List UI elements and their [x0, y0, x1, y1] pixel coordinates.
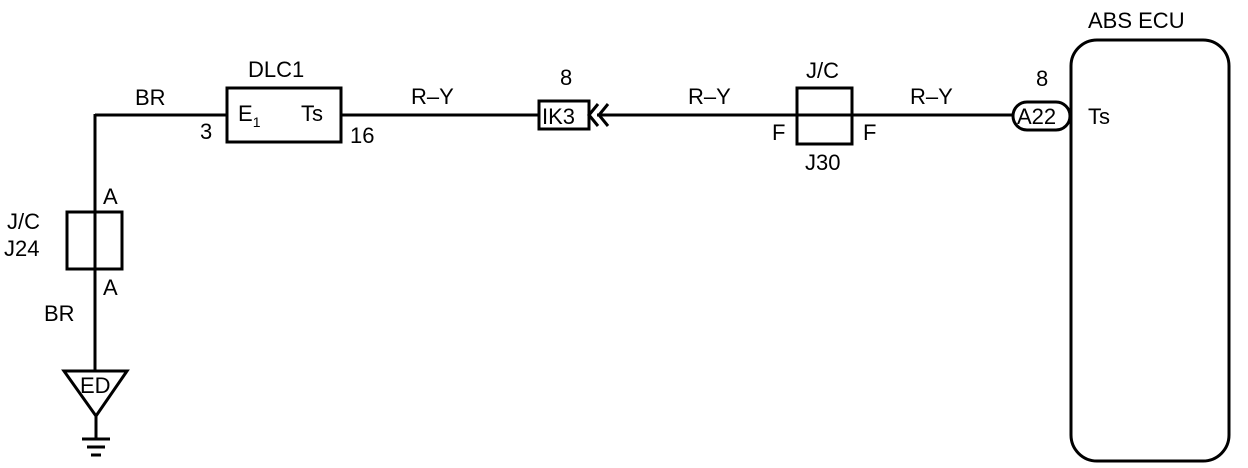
ground-ed-triangle-icon	[61, 369, 130, 419]
abs-ecu-box	[1069, 38, 1231, 463]
dlc1-terminal-ts: Ts	[301, 101, 323, 126]
dlc1-title: DLC1	[248, 57, 304, 82]
jc-j24-name: J24	[4, 236, 39, 261]
dlc1-box	[225, 86, 343, 144]
ground-ed: ED	[61, 369, 130, 457]
abs-ecu-terminal-ts: Ts	[1088, 104, 1110, 129]
dlc1-terminal-e1: E1	[238, 101, 261, 130]
jc-j24-junction: J/C J24 A A	[4, 184, 124, 300]
a22-connector: 8 A22	[1011, 66, 1072, 132]
jc-j30-pin-right: F	[863, 120, 876, 145]
jc-j24-pin-top: A	[103, 184, 118, 209]
wire-label-ry-1: R–Y	[411, 84, 454, 109]
dlc1-connector: DLC1 E1 Ts 3 16	[200, 57, 374, 148]
jc-j30-junction: J/C F F J30	[772, 58, 876, 175]
dlc1-pin-right: 16	[350, 123, 374, 148]
ik3-double-chevron-icon	[587, 103, 600, 127]
ik3-pin: 8	[560, 65, 572, 90]
jc-j30-title: J/C	[806, 58, 839, 83]
wire-label-br-top: BR	[135, 85, 166, 110]
wire-label-ry-3: R–Y	[910, 84, 953, 109]
wire-label-br-bottom: BR	[44, 301, 75, 326]
ik3-box	[537, 99, 591, 131]
ik3-chevron-icon	[597, 103, 610, 127]
a22-label: A22	[1017, 104, 1056, 129]
ik3-label: IK3	[542, 104, 575, 129]
abs-ecu-title: ABS ECU	[1088, 8, 1185, 33]
ground-ed-label: ED	[80, 373, 111, 398]
jc-j24-pin-bottom: A	[103, 275, 118, 300]
jc-j24-title: J/C	[7, 209, 40, 234]
a22-pin: 8	[1036, 66, 1048, 91]
jc-j30-name: J30	[805, 150, 840, 175]
ground-symbol-icon	[82, 437, 110, 457]
wire-label-ry-2: R–Y	[688, 84, 731, 109]
dlc1-pin-left: 3	[200, 119, 212, 144]
jc-j30-pin-left: F	[772, 120, 785, 145]
abs-ecu: ABS ECU Ts	[1069, 8, 1231, 463]
ik3-connector: 8 IK3	[537, 65, 610, 131]
